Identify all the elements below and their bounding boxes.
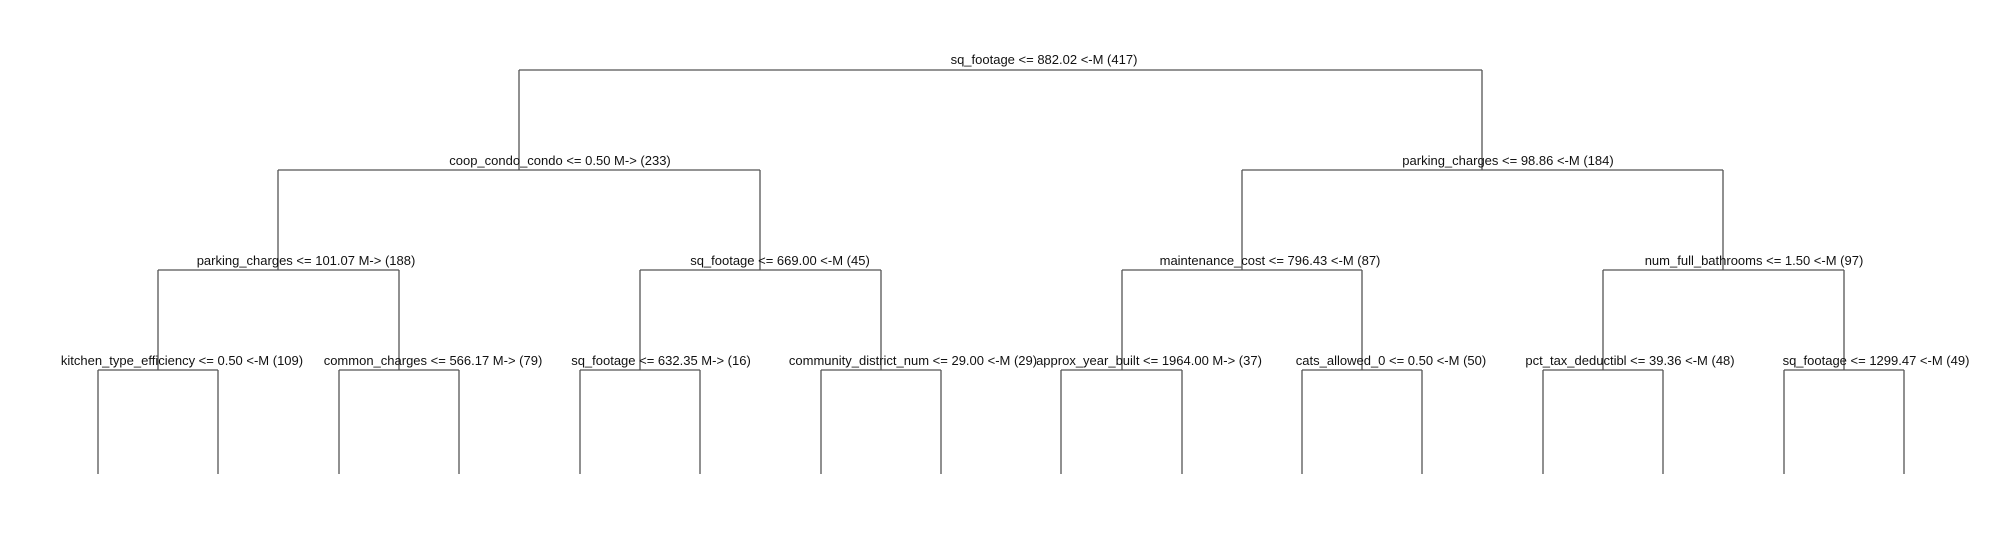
node-lrl-label: sq_footage <= 632.35 M-> (16): [571, 353, 751, 368]
node-lr-label: sq_footage <= 669.00 <-M (45): [690, 253, 870, 268]
node-r-label: parking_charges <= 98.86 <-M (184): [1402, 153, 1613, 168]
node-l-label: coop_condo_condo <= 0.50 M-> (233): [449, 153, 671, 168]
node-rrl-label: pct_tax_deductibl <= 39.36 <-M (48): [1525, 353, 1734, 368]
node-lrr-label: community_district_num <= 29.00 <-M (29): [789, 353, 1037, 368]
node-lll-label: kitchen_type_efficiency <= 0.50 <-M (109…: [61, 353, 303, 368]
node-llr-label: common_charges <= 566.17 M-> (79): [324, 353, 543, 368]
node-rlr-label: cats_allowed_0 <= 0.50 <-M (50): [1296, 353, 1486, 368]
node-rrr-label: sq_footage <= 1299.47 <-M (49): [1783, 353, 1970, 368]
node-ll-label: parking_charges <= 101.07 M-> (188): [197, 253, 416, 268]
node-rl-label: maintenance_cost <= 796.43 <-M (87): [1160, 253, 1381, 268]
node-root-label: sq_footage <= 882.02 <-M (417): [951, 52, 1138, 67]
node-rll-label: approx_year_built <= 1964.00 M-> (37): [1036, 353, 1262, 368]
node-rr-label: num_full_bathrooms <= 1.50 <-M (97): [1645, 253, 1864, 268]
